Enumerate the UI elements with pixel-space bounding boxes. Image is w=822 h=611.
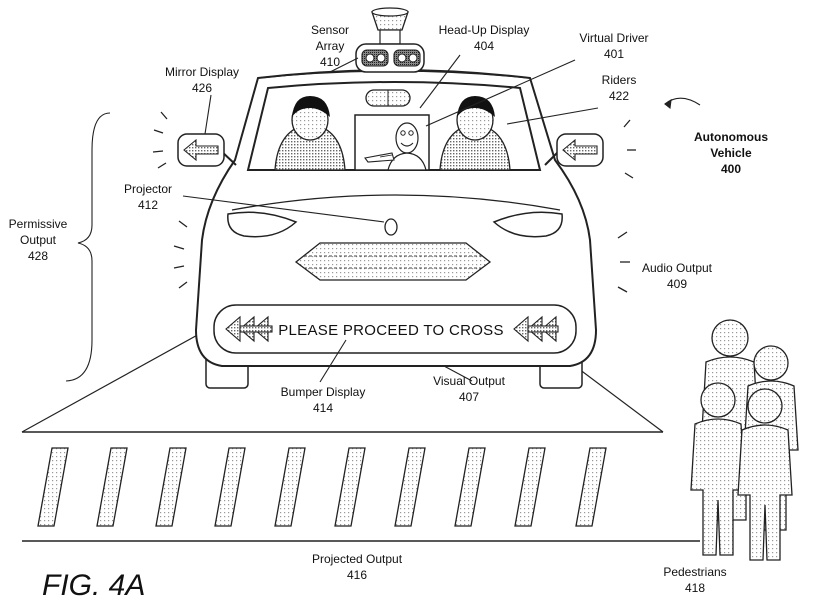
- mirror-display-right: [544, 133, 604, 167]
- leader-lines: [65, 54, 701, 383]
- audio-output-label: Audio Output: [642, 261, 713, 275]
- pedestrians: [690, 319, 799, 561]
- bumper-arrow-right: [513, 315, 559, 343]
- crosswalk-stripes: [37, 447, 607, 527]
- permissive-output-number: 428: [28, 249, 48, 263]
- pedestrians-number: 418: [685, 581, 705, 595]
- sensor-array-label-2: Array: [316, 39, 345, 53]
- mirror-display-label: Mirror Display: [165, 65, 239, 79]
- bumper-display-label: Bumper Display: [281, 385, 366, 399]
- mirror-display-number: 426: [192, 81, 212, 95]
- sensor-array-number: 410: [320, 55, 340, 69]
- projector-label: Projector: [124, 182, 172, 196]
- riders-number: 422: [609, 89, 629, 103]
- headlight-right: [492, 211, 563, 238]
- rider-left: [274, 96, 346, 171]
- head-up-display-number: 404: [474, 39, 494, 53]
- autonomous-vehicle-label-2: Vehicle: [710, 146, 752, 160]
- autonomous-vehicle-number: 400: [721, 162, 741, 176]
- light-rays-right: [617, 119, 636, 293]
- visual-output-number: 407: [459, 390, 479, 404]
- bumper-display: [213, 304, 577, 354]
- pedestrian-3: [690, 382, 746, 556]
- rider-right: [439, 96, 511, 171]
- headlight-left: [227, 211, 298, 238]
- virtual-driver-number: 401: [604, 47, 624, 61]
- mirror-display-left: [177, 133, 237, 167]
- pedestrian-4: [737, 388, 793, 561]
- sensor-array-label: Sensor: [311, 23, 349, 37]
- projector-number: 412: [138, 198, 158, 212]
- permissive-output-label-2: Output: [20, 233, 57, 247]
- virtual-driver: [364, 122, 427, 171]
- riders-label: Riders: [602, 73, 637, 87]
- bumper-display-number: 414: [313, 401, 333, 415]
- autonomous-vehicle: PLEASE PROCEED TO CROSS: [152, 7, 636, 389]
- head-up-display-label: Head-Up Display: [439, 23, 530, 37]
- visual-output-label: Visual Output: [433, 374, 505, 388]
- crosswalk: [21, 227, 700, 542]
- permissive-output-label: Permissive: [9, 217, 68, 231]
- permissive-brace: [65, 112, 111, 382]
- bumper-message: PLEASE PROCEED TO CROSS: [278, 322, 504, 339]
- audio-output-number: 409: [667, 277, 687, 291]
- projected-output-number: 416: [347, 568, 367, 582]
- grille: [294, 242, 492, 281]
- projected-output-label: Projected Output: [312, 552, 403, 566]
- virtual-driver-label: Virtual Driver: [579, 31, 648, 45]
- labels: Sensor Array 410 Head-Up Display 404 Vir…: [9, 23, 769, 602]
- projector-lens: [384, 218, 398, 236]
- bumper-arrow-left: [225, 315, 273, 343]
- autonomous-vehicle-label: Autonomous: [694, 130, 768, 144]
- light-rays-left: [152, 111, 188, 289]
- pedestrians-label: Pedestrians: [663, 565, 726, 579]
- figure-title: FIG. 4A: [42, 569, 145, 602]
- sensor-array: [355, 7, 425, 73]
